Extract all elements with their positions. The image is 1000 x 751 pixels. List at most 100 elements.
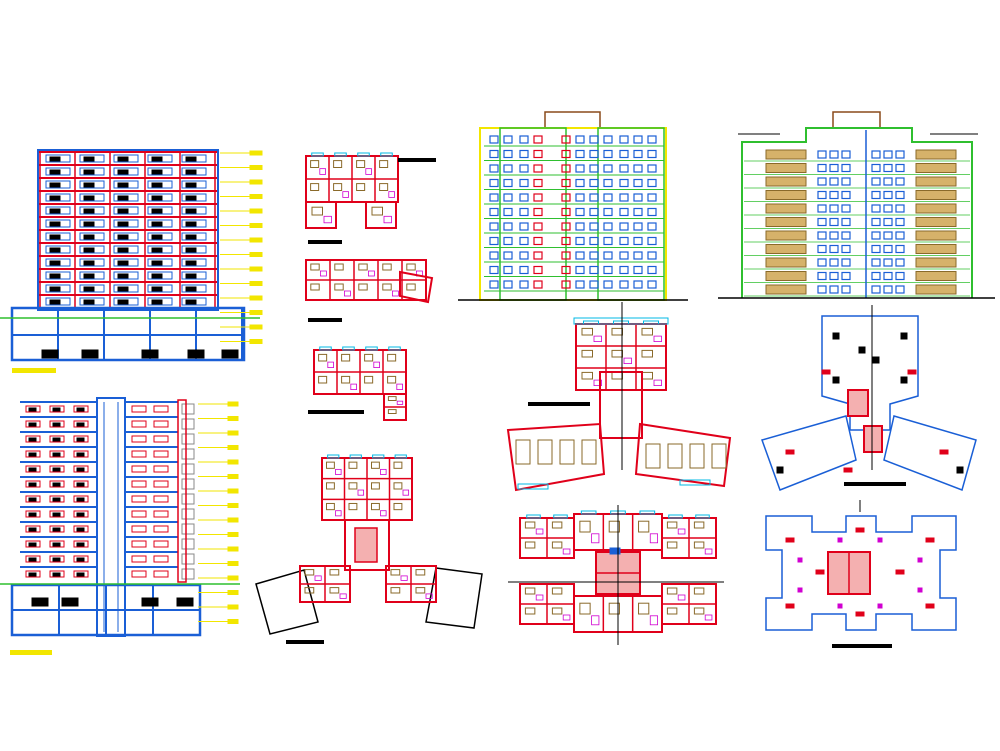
facade-window — [871, 204, 881, 213]
furniture-block — [49, 260, 61, 266]
facade-window — [489, 207, 499, 217]
facade-window — [647, 236, 657, 246]
furniture — [387, 353, 397, 362]
furniture-block — [151, 182, 163, 188]
furniture — [318, 375, 328, 384]
column — [877, 603, 883, 609]
furniture — [693, 607, 705, 615]
facade-window — [503, 265, 513, 275]
unit-window — [147, 219, 173, 228]
facade-window — [603, 207, 613, 217]
furniture-block — [28, 482, 37, 487]
core-stair — [599, 371, 643, 439]
furniture-block — [49, 156, 61, 162]
unit-window — [131, 540, 147, 548]
facade-window — [533, 178, 543, 188]
balcony-band — [915, 203, 957, 214]
level-tag — [249, 310, 263, 315]
facade-window — [489, 178, 499, 188]
unit-window — [49, 420, 65, 428]
furniture — [611, 327, 623, 336]
section-b-core-shaft — [96, 397, 126, 637]
furniture-block — [52, 467, 61, 472]
building-section-a — [0, 149, 263, 373]
furniture — [304, 569, 315, 576]
facade-window — [503, 178, 513, 188]
furniture — [310, 263, 320, 271]
level-tag — [227, 401, 239, 407]
column — [900, 332, 908, 340]
shear-wall — [855, 611, 865, 617]
unit-window — [73, 450, 89, 458]
facade-window — [871, 190, 881, 200]
unit-window — [113, 284, 139, 293]
unit-window — [181, 284, 207, 293]
shear-wall — [843, 467, 853, 473]
facade-window — [503, 207, 513, 217]
front-elevation-outline — [479, 127, 667, 301]
facade-window — [589, 251, 599, 260]
balcony-band — [765, 284, 807, 295]
facade-window — [503, 164, 513, 173]
furniture — [348, 482, 358, 490]
right-wing — [634, 422, 732, 488]
furniture-block — [52, 422, 61, 427]
unit-window — [25, 420, 41, 428]
furniture — [326, 461, 335, 469]
facade-window — [895, 177, 905, 186]
furniture-block — [49, 299, 61, 305]
furniture-block — [117, 260, 129, 266]
shear-wall — [925, 603, 935, 609]
column — [872, 356, 880, 364]
furniture-block — [52, 512, 61, 517]
facade-window — [883, 204, 893, 213]
facade-window — [519, 135, 529, 144]
unit-plan-3-title-bar — [308, 410, 364, 414]
section-a-podium — [10, 306, 246, 362]
fixture — [653, 379, 662, 387]
unit-window — [25, 510, 41, 518]
facade-window — [561, 164, 571, 173]
furniture — [524, 607, 536, 615]
unit-window — [147, 284, 173, 293]
facade-window — [575, 178, 585, 188]
furniture-block — [117, 169, 129, 175]
unit-window — [79, 245, 105, 254]
facade-window — [895, 163, 905, 173]
stair-core — [847, 389, 869, 417]
unit-window — [73, 420, 89, 428]
facade-window — [871, 271, 881, 281]
unit-window — [25, 525, 41, 533]
fixture — [367, 270, 375, 277]
furniture — [379, 183, 389, 192]
fixture — [365, 168, 372, 175]
furniture-block — [49, 169, 61, 175]
furniture-block — [76, 557, 85, 562]
fixture — [357, 489, 365, 496]
furniture-block — [52, 542, 61, 547]
furniture-block — [117, 234, 129, 240]
furniture — [537, 439, 553, 465]
facade-window — [603, 178, 613, 188]
side-elevation-outline — [741, 127, 973, 298]
facade-window — [633, 236, 643, 246]
fixture — [380, 468, 387, 475]
facade-window — [489, 193, 499, 202]
facade-window — [895, 258, 905, 267]
window — [357, 152, 370, 157]
fixture — [677, 594, 686, 601]
facade-window — [561, 178, 571, 188]
fixture — [623, 357, 632, 365]
level-tag — [227, 430, 239, 436]
furniture-block — [49, 247, 61, 253]
furniture — [310, 183, 320, 192]
fixture — [342, 191, 349, 198]
facade-window — [519, 236, 529, 246]
unit-window — [153, 525, 169, 533]
furniture — [666, 607, 678, 615]
furniture-block — [76, 467, 85, 472]
facade-window — [603, 222, 613, 231]
column — [832, 376, 840, 384]
facade-window — [519, 280, 529, 289]
balcony-band — [915, 244, 957, 254]
